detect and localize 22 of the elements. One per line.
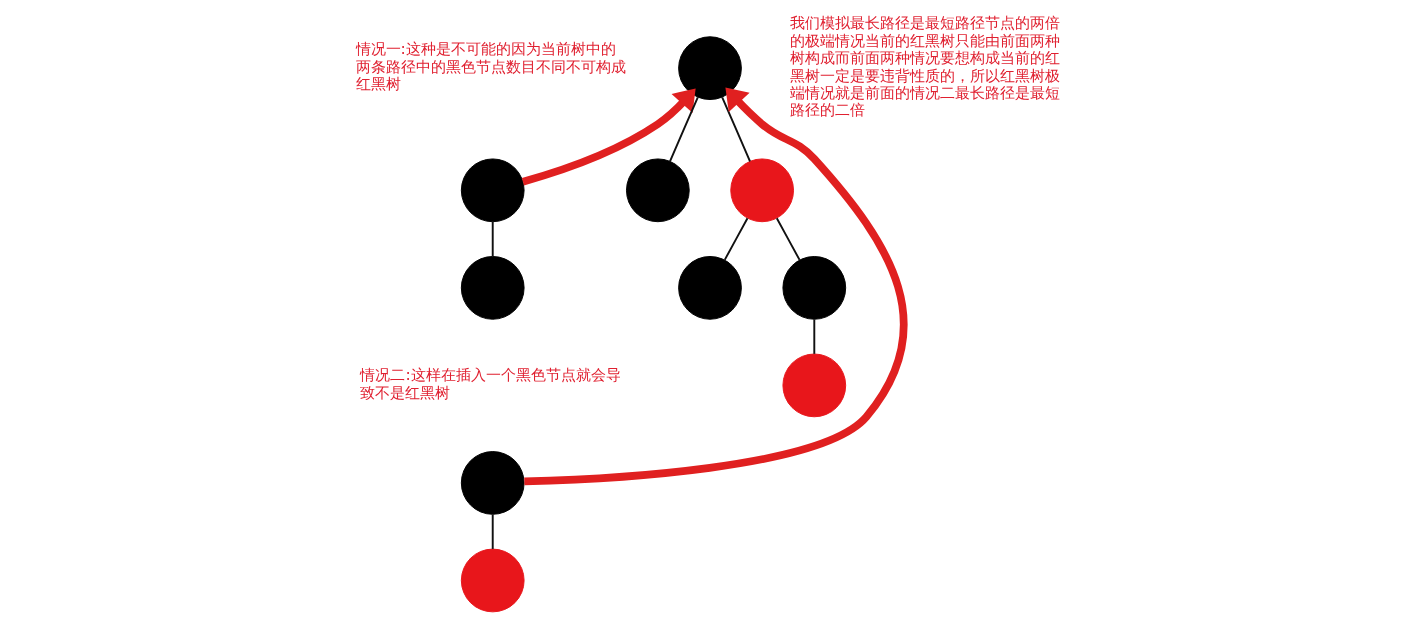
node-circle xyxy=(626,158,690,223)
label: 情况二:这样在插入一个黑色节点就会导致不是红黑树 xyxy=(360,366,621,402)
arrow xyxy=(521,88,696,186)
arrow xyxy=(524,87,908,486)
node-circle xyxy=(678,36,742,101)
node-circle xyxy=(460,256,525,320)
connector xyxy=(491,220,494,258)
node-circle xyxy=(678,256,742,320)
connector xyxy=(775,217,801,261)
connector xyxy=(813,318,816,355)
connector xyxy=(669,96,699,163)
node-circle xyxy=(460,548,525,613)
label: 我们模拟最长路径是最短路径节点的两倍的极端情况当前的红黑树只能由前面两种树构成而前面两种情况要想构成当前的红黑树一定是要违背性质的，所以红黑树极端情况就是前面的情况二最长路径是最短路径的二倍 xyxy=(790,14,1061,120)
node-circle xyxy=(782,256,847,320)
node-circle xyxy=(782,353,847,418)
connector xyxy=(723,217,749,261)
node-circle xyxy=(460,158,525,223)
label: 情况一:这种是不可能的因为当前树中的两条路径中的黑色节点数目不同不可构成红黑树 xyxy=(355,40,626,94)
node-circle xyxy=(730,158,794,223)
connector xyxy=(721,96,751,163)
connector xyxy=(491,513,494,550)
node-circle xyxy=(460,451,525,515)
